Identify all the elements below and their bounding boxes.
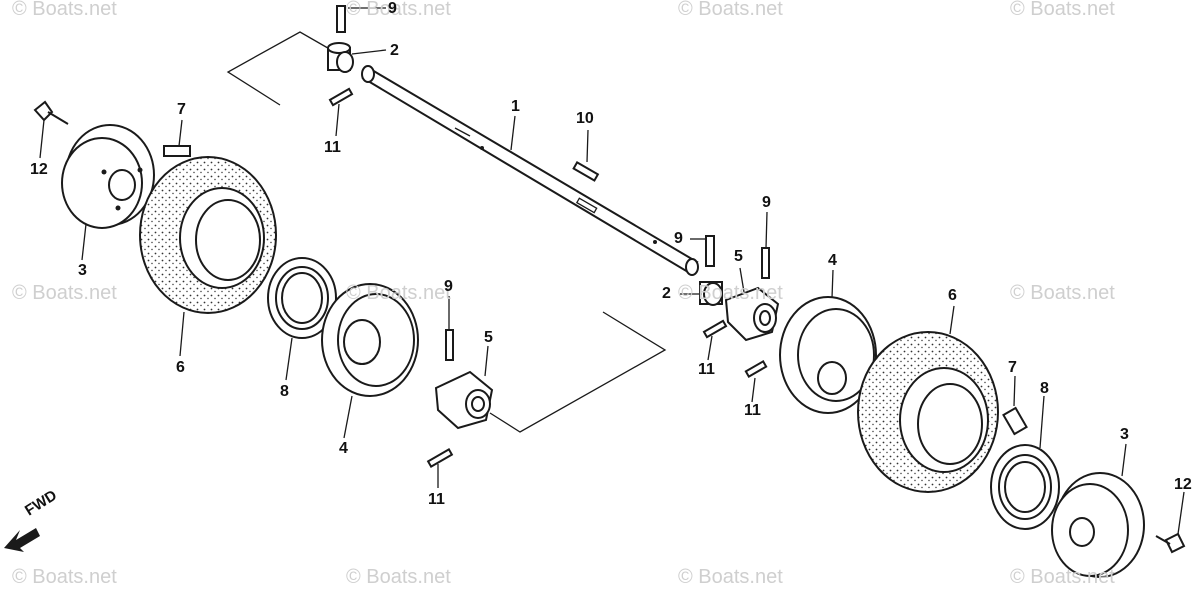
watermark: © Boats.net: [12, 0, 117, 20]
callout-label: 8: [280, 383, 289, 400]
watermark: © Boats.net: [1010, 282, 1115, 304]
callout-label: 6: [176, 359, 185, 376]
callout-label: 5: [734, 248, 743, 265]
callout-label: 7: [177, 101, 186, 118]
watermark: © Boats.net: [1010, 566, 1115, 588]
callout-label: 6: [948, 287, 957, 304]
valve-stems: [163, 145, 1028, 436]
callout-label: 2: [390, 42, 399, 59]
callout-label: 9: [674, 230, 683, 247]
callout-label: 5: [484, 329, 493, 346]
watermark: © Boats.net: [1010, 0, 1115, 20]
hub-flange-right: [724, 286, 780, 342]
axle-shaft: [361, 65, 699, 276]
watermark: © Boats.net: [346, 566, 451, 588]
callout-label: 12: [1174, 476, 1192, 493]
callout-label: 9: [762, 194, 771, 211]
forward-arrow-icon: [4, 528, 40, 552]
callout-label: 12: [30, 161, 48, 178]
watermark: © Boats.net: [12, 282, 117, 304]
callout-label: 4: [339, 440, 348, 457]
watermark: © Boats.net: [678, 566, 783, 588]
callout-label: 2: [662, 285, 671, 302]
rim-left: [321, 283, 419, 397]
callout-label: 9: [388, 0, 397, 17]
watermark: © Boats.net: [678, 0, 783, 20]
bearing-right: [990, 444, 1060, 530]
leader-lines: [39, 7, 1185, 535]
watermark: © Boats.net: [346, 282, 451, 304]
callout-label: 3: [78, 262, 87, 279]
rim-right: [779, 296, 877, 414]
callout-label: 3: [1120, 426, 1129, 443]
bearing-left: [267, 257, 337, 339]
collar-upper: [327, 42, 354, 73]
callout-label: 9: [444, 278, 453, 295]
tire-right: [857, 331, 999, 493]
wheel-drum-right: [1051, 472, 1145, 578]
hub-flange-left: [434, 370, 494, 430]
callout-label: 1: [511, 98, 520, 115]
callout-label: 10: [576, 110, 594, 127]
key-part: [572, 161, 600, 182]
callout-label: 11: [698, 361, 715, 378]
watermark: © Boats.net: [678, 282, 783, 304]
watermark: © Boats.net: [346, 0, 451, 20]
watermark: © Boats.net: [12, 566, 117, 588]
bracket-lines: [226, 31, 667, 433]
wheel-drum-left: [61, 124, 155, 229]
callout-label: 11: [324, 139, 341, 156]
callout-label: 8: [1040, 380, 1049, 397]
callout-label: 4: [828, 252, 837, 269]
callout-label: 11: [428, 491, 445, 508]
tire-left: [139, 156, 277, 314]
collar-lower: [699, 281, 723, 306]
lug-bolts: [33, 100, 1186, 554]
callout-label: 7: [1008, 359, 1017, 376]
pins: [328, 87, 768, 468]
callout-label: 11: [744, 402, 761, 419]
